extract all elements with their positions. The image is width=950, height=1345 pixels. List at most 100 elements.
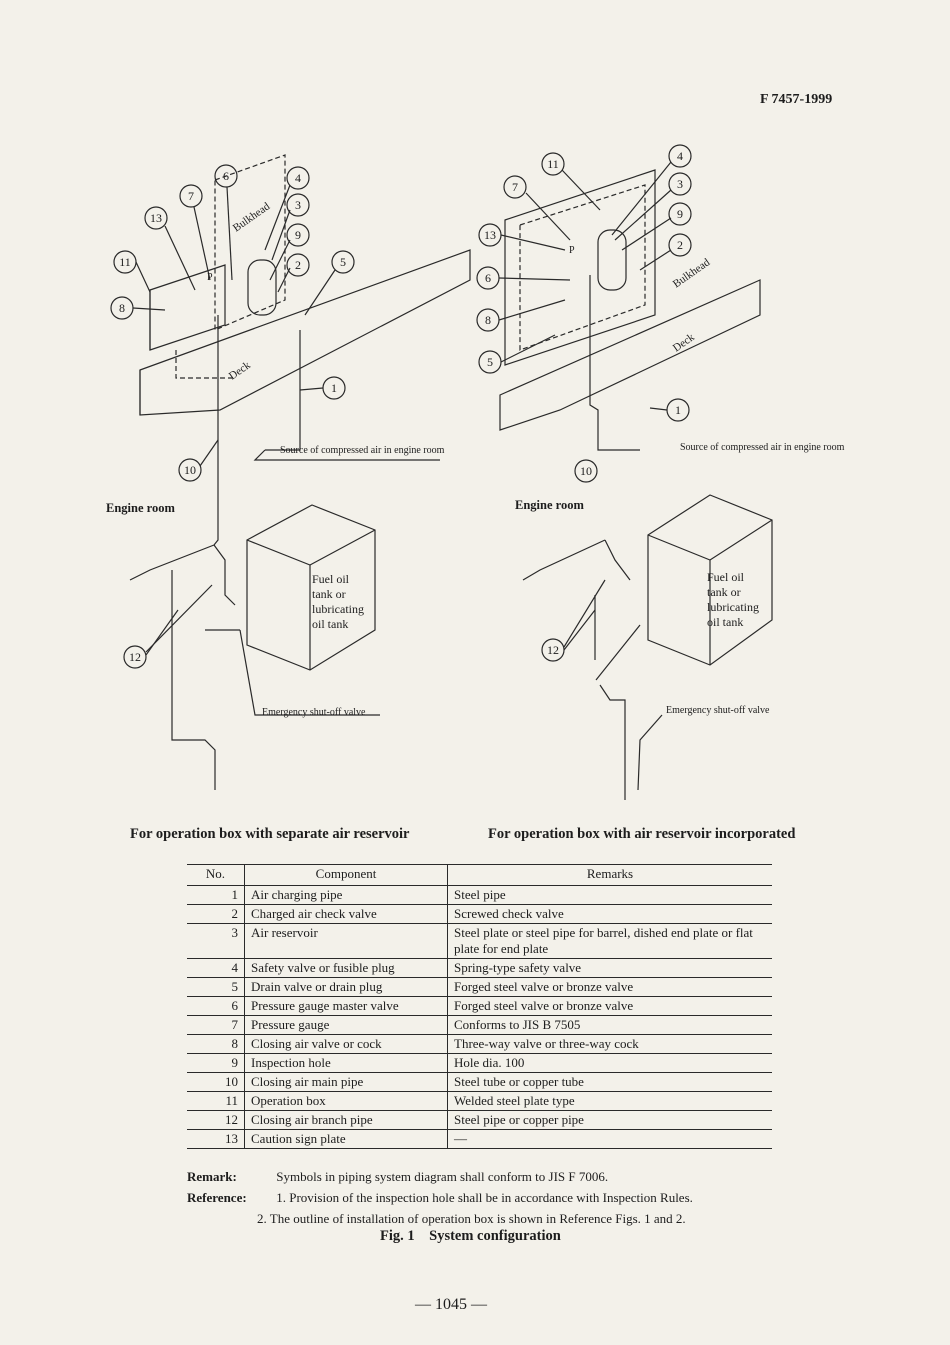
svg-text:1: 1 [675,403,681,417]
tank-label-right-3: lubricating [707,600,759,614]
cell-component: Caution sign plate [244,1129,448,1149]
tank-label-left-3: lubricating [312,602,364,616]
tank-label-left-2: tank or [312,587,346,601]
bulkhead-label-right: Bulkhead [671,256,713,290]
svg-text:11: 11 [119,255,131,269]
col-remarks-header: Remarks [447,864,772,886]
svg-text:5: 5 [340,255,346,269]
callout-13-left: 13 [150,211,162,225]
cell-component: Charged air check valve [244,904,448,924]
svg-text:3: 3 [677,177,683,191]
svg-text:3: 3 [295,198,301,212]
cell-no: 10 [187,1072,245,1092]
cell-remarks: — [447,1129,772,1149]
document-number: F 7457-1999 [760,92,833,107]
cell-component: Operation box [244,1091,448,1111]
col-no-header: No. [187,864,245,886]
svg-text:8: 8 [485,313,491,327]
cell-remarks: Hole dia. 100 [447,1053,772,1073]
emergency-valve-label-left: Emergency shut-off valve [262,707,366,718]
reference-2: 2. The outline of installation of operat… [257,1211,686,1226]
cell-remarks: Forged steel valve or bronze valve [447,977,772,997]
cell-no: 8 [187,1034,245,1054]
caption-left: For operation box with separate air rese… [130,826,410,842]
engine-room-label-left: Engine room [106,501,175,515]
cell-no: 11 [187,1091,245,1111]
cell-no: 6 [187,996,245,1016]
svg-text:9: 9 [295,228,301,242]
svg-text:13: 13 [484,228,496,242]
svg-text:2: 2 [677,238,683,252]
cell-no: 1 [187,885,245,905]
cell-no: 12 [187,1110,245,1130]
cell-remarks: Conforms to JIS B 7505 [447,1015,772,1035]
cell-remarks: Steel pipe or copper pipe [447,1110,772,1130]
reference-label: Reference: [187,1190,247,1205]
cell-component: Closing air valve or cock [244,1034,448,1054]
reference-line-1: Reference: 1. Provision of the inspectio… [187,1187,807,1208]
page-number: — 1045 — [415,1296,487,1313]
system-diagram: 13 7 6 4 3 9 2 5 11 8 1 10 12 11 7 4 3 9… [106,144,845,800]
tank-label-right-1: Fuel oil [707,570,745,584]
cell-component: Air reservoir [244,923,448,959]
notes-block: Remark: Symbols in piping system diagram… [187,1166,807,1229]
cell-component: Closing air branch pipe [244,1110,448,1130]
svg-text:12: 12 [547,643,559,657]
svg-text:4: 4 [295,171,301,185]
remark-text: Symbols in piping system diagram shall c… [276,1169,609,1184]
cell-no: 5 [187,977,245,997]
svg-text:11: 11 [547,157,559,171]
cell-no: 2 [187,904,245,924]
deck-label-left: Deck [227,359,253,382]
pressure-gauge-symbol-right: P [569,245,575,256]
col-component-header: Component [244,864,448,886]
svg-text:9: 9 [677,207,683,221]
cell-component: Air charging pipe [244,885,448,905]
remark-label: Remark: [187,1169,237,1184]
caption-right: For operation box with air reservoir inc… [488,826,796,842]
cell-remarks: Steel pipe [447,885,772,905]
svg-text:7: 7 [512,180,518,194]
emergency-valve-label-right: Emergency shut-off valve [666,705,770,716]
svg-text:12: 12 [129,650,141,664]
svg-text:5: 5 [487,355,493,369]
cell-component: Inspection hole [244,1053,448,1073]
cell-component: Pressure gauge [244,1015,448,1035]
tank-label-right-2: tank or [707,585,741,599]
engine-room-label-right: Engine room [515,498,584,512]
tank-label-right-4: oil tank [707,615,743,629]
cell-remarks: Welded steel plate type [447,1091,772,1111]
cell-no: 7 [187,1015,245,1035]
svg-text:8: 8 [119,301,125,315]
cell-component: Closing air main pipe [244,1072,448,1092]
cell-no: 9 [187,1053,245,1073]
cell-component: Drain valve or drain plug [244,977,448,997]
tank-label-left-1: Fuel oil [312,572,350,586]
svg-text:6: 6 [485,271,491,285]
cell-no: 13 [187,1129,245,1149]
reference-line-2: 2. The outline of installation of operat… [187,1208,807,1229]
reference-1: 1. Provision of the inspection hole shal… [276,1190,693,1205]
table-header-row: No. Component Remarks [187,864,772,886]
cell-remarks: Steel tube or copper tube [447,1072,772,1092]
svg-text:1: 1 [331,381,337,395]
tank-label-left-4: oil tank [312,617,348,631]
source-air-label-left: Source of compressed air in engine room [280,445,445,456]
figure-title: Fig. 1 System configuration [380,1228,561,1244]
svg-text:6: 6 [223,169,229,183]
cell-no: 3 [187,923,245,959]
cell-remarks: Screwed check valve [447,904,772,924]
